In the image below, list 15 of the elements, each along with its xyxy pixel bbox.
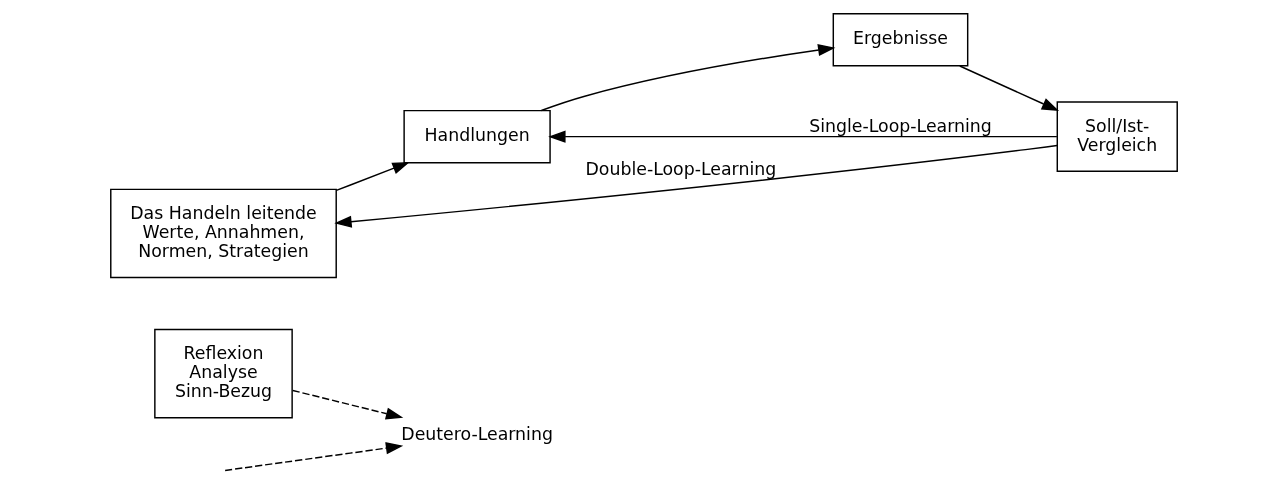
arrow xyxy=(333,144,1058,228)
edge-label: Single-Loop-Learning xyxy=(808,115,992,136)
node-box: Soll/Ist-Vergleich xyxy=(1056,101,1178,173)
arrow xyxy=(291,389,403,420)
node-box: Reflexion Analyse Sinn-Bezug xyxy=(153,328,293,419)
node-text: Deutero-Learning xyxy=(400,424,553,445)
edge-label: Double-Loop-Learning xyxy=(585,159,776,180)
arrow xyxy=(223,442,403,472)
node-box: Handlungen xyxy=(402,109,551,164)
arrow xyxy=(547,130,1058,143)
node-box: Ergebnisse xyxy=(832,13,968,67)
arrow xyxy=(335,162,410,192)
node-box: Das Handeln leitende Werte, Annahmen, Normen, Strategien xyxy=(109,188,337,279)
arrow xyxy=(958,65,1059,111)
arrow xyxy=(540,44,835,112)
